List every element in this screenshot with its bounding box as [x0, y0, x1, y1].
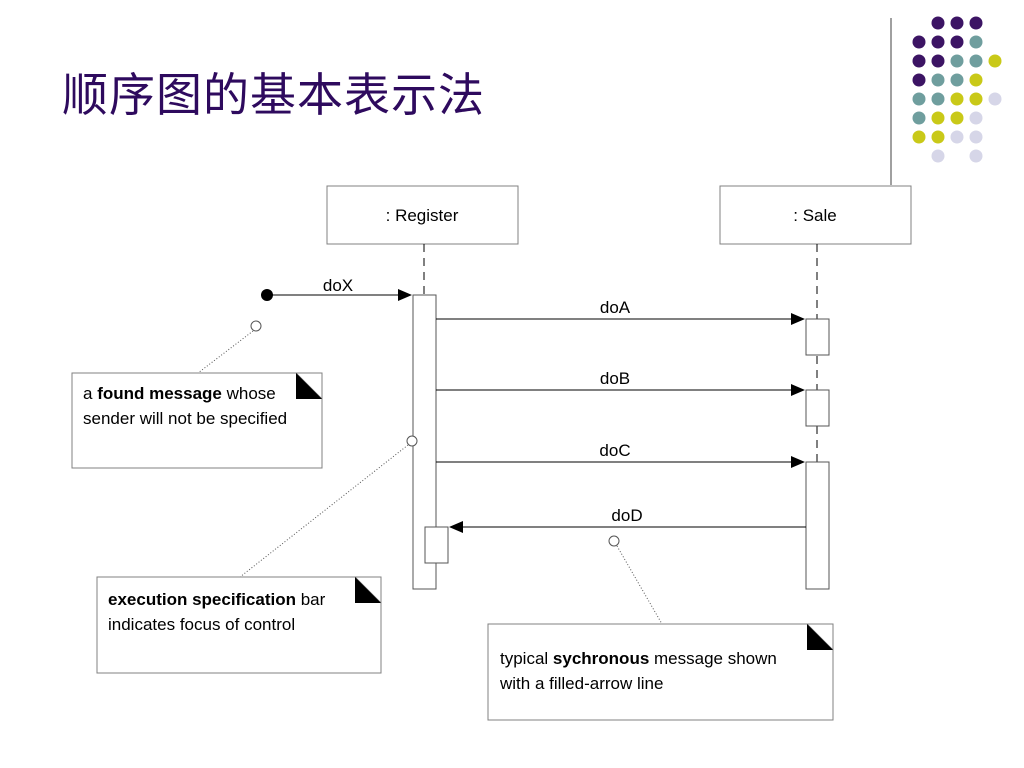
decor-dot: [969, 54, 983, 68]
lifeline-sale-box: [719, 185, 912, 245]
decor-dot: [950, 111, 964, 125]
decor-dot: [950, 73, 964, 87]
sale-execution-bar-a: [805, 318, 830, 356]
synchronous-note-text: typical sychronous message shown with a …: [500, 649, 777, 693]
sale-execution-bar-c: [805, 461, 830, 590]
synchronous-note-connector: [616, 545, 663, 625]
decor-dot: [950, 54, 964, 68]
decor-dot: [988, 92, 1002, 106]
decor-dot: [950, 92, 964, 106]
decor-dot: [931, 130, 945, 144]
message-doc-label: doC: [599, 441, 630, 460]
found-note-connector: [197, 330, 254, 374]
slide-title: 顺序图的基本表示法: [62, 68, 485, 122]
message-dox-label: doX: [323, 276, 353, 295]
decor-dot: [969, 73, 983, 87]
decor-dot: [969, 149, 983, 163]
decor-dot: [950, 130, 964, 144]
decor-dot: [912, 54, 926, 68]
execution-note-text: execution specification bar indicates fo…: [108, 590, 326, 634]
decor-dot: [912, 35, 926, 49]
decor-dot: [931, 54, 945, 68]
decor-dot: [969, 35, 983, 49]
message-doa-label: doA: [600, 298, 631, 317]
message-dod-label: doD: [611, 506, 642, 525]
decor-dot-grid: [912, 16, 1002, 163]
lifeline-sale-label: : Sale: [793, 206, 836, 225]
decor-dot: [969, 16, 983, 30]
decor-dot: [950, 16, 964, 30]
lifeline-register-box: [326, 185, 519, 245]
decor-dot: [912, 73, 926, 87]
lifeline-register-label: : Register: [386, 206, 459, 225]
decor-dot: [931, 35, 945, 49]
register-nested-execution-bar: [424, 526, 449, 564]
decor-dot: [969, 92, 983, 106]
found-note-anchor: [250, 320, 262, 332]
sale-execution-bar-b: [805, 389, 830, 427]
found-note-text: a found message whose sender will not be…: [83, 384, 288, 428]
decor-dot: [969, 130, 983, 144]
decor-dot: [931, 149, 945, 163]
execution-note-box: [96, 576, 382, 674]
decor-dot: [931, 111, 945, 125]
decor-dot: [912, 111, 926, 125]
found-note-box: [71, 372, 323, 469]
decor-dot: [969, 111, 983, 125]
decor-dot: [950, 35, 964, 49]
execution-note-anchor: [406, 435, 418, 447]
decor-dot: [988, 54, 1002, 68]
decor-dot: [931, 92, 945, 106]
message-dob-label: doB: [600, 369, 630, 388]
synchronous-note-anchor: [608, 535, 620, 547]
decor-dot: [912, 130, 926, 144]
synchronous-note-box: [487, 623, 834, 721]
decor-dot: [931, 16, 945, 30]
decor-dot: [931, 73, 945, 87]
decor-dot: [912, 92, 926, 106]
